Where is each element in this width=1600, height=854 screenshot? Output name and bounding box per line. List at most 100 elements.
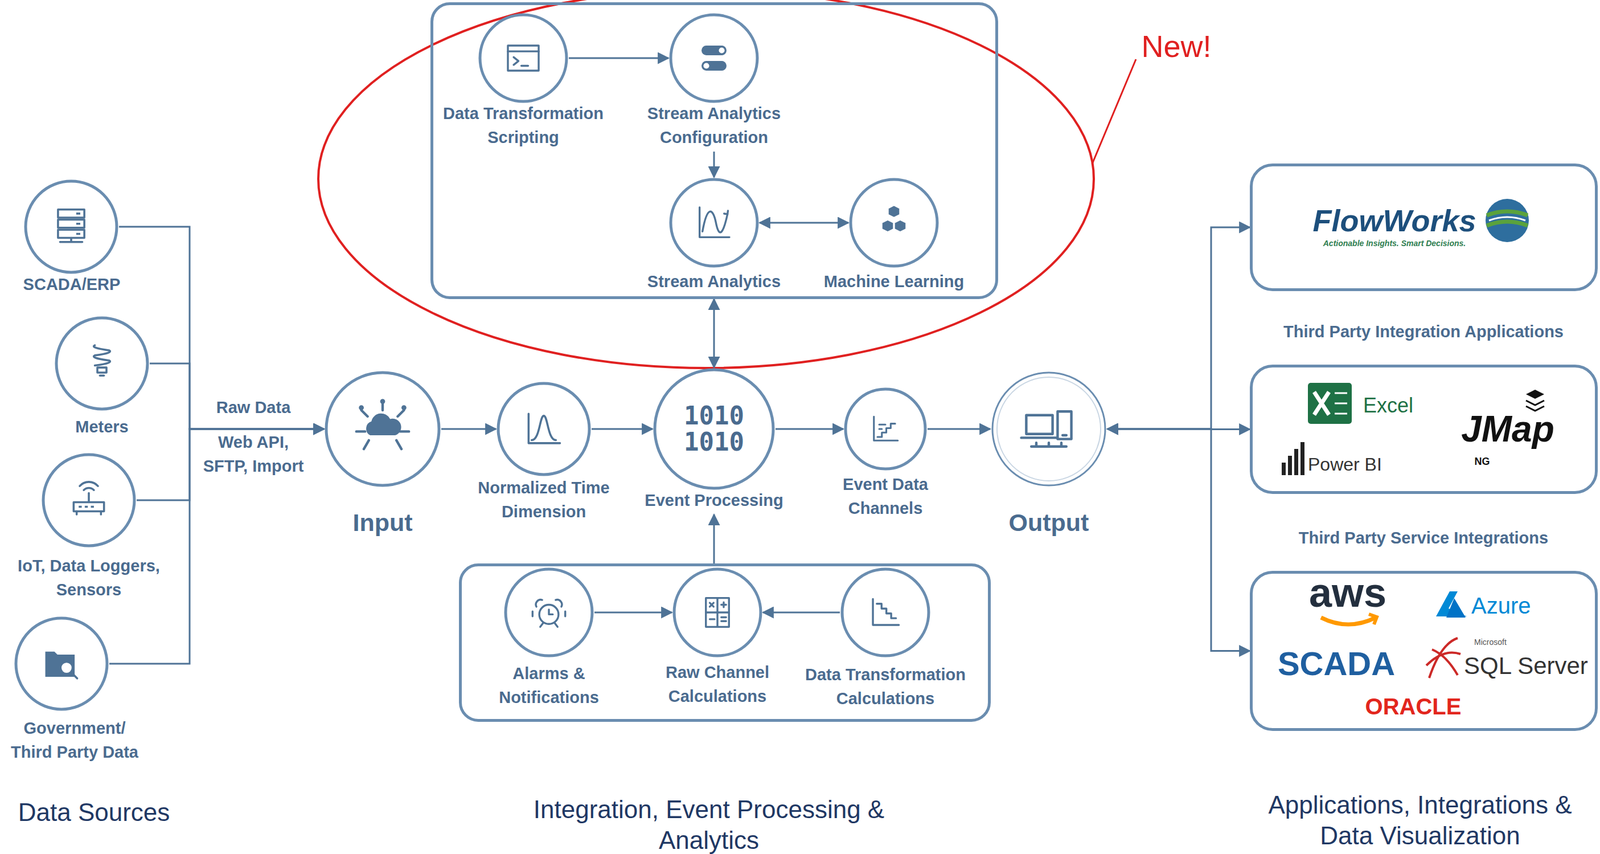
icon-stroke — [532, 610, 565, 616]
node-label: Machine Learning — [808, 269, 980, 294]
circle-outline — [505, 568, 593, 656]
icon-stroke — [87, 493, 90, 503]
connector-arrow — [568, 57, 669, 60]
icon-stroke — [709, 617, 715, 620]
circle-node: Normalized Time Dimension — [466, 380, 621, 524]
icon-stroke — [71, 671, 78, 679]
node-icon — [507, 45, 539, 71]
inner-text-holder: 1010 1010 — [652, 367, 776, 491]
powerbi-bar — [1300, 441, 1305, 475]
icon-stroke — [521, 64, 529, 67]
logo-text: Microsoft — [1474, 637, 1507, 646]
connector-arrow — [1107, 227, 1250, 429]
circle-outline — [850, 179, 938, 266]
jmap-icon — [1525, 400, 1545, 411]
circle-outline — [670, 179, 758, 266]
circle-outline — [480, 14, 567, 102]
circle-outline — [326, 372, 440, 486]
icon-stroke — [535, 599, 543, 607]
circle-shape — [40, 452, 137, 548]
node-label: Raw Channel Calculations — [651, 659, 783, 708]
circle-outline — [992, 372, 1106, 486]
circle-shape — [477, 12, 569, 104]
circle-shape — [668, 177, 760, 269]
node-icon — [528, 413, 560, 443]
connector-arrow — [441, 428, 496, 430]
aws-smile-arrow — [1368, 613, 1377, 625]
circle-shape — [843, 386, 928, 471]
node-label: Input — [320, 507, 446, 538]
excel-icon-lines — [1334, 392, 1348, 414]
group-box: Alarms & NotificationsRaw Channel Calcul… — [458, 563, 991, 722]
icon-stroke — [93, 345, 111, 366]
circle-shape — [671, 566, 763, 658]
node-icon — [872, 598, 900, 625]
node-label: Event Processing — [628, 487, 800, 512]
binary-symbol-text: 1010 1010 — [679, 402, 749, 455]
node-label: Stream Analytics Configuration — [628, 101, 800, 150]
circle-outline — [43, 454, 135, 546]
excel-icon — [1307, 382, 1352, 424]
azure-icon — [1446, 597, 1466, 618]
icon-stroke — [99, 374, 104, 377]
logo-text: Power BI — [1307, 454, 1382, 474]
circle-shape — [503, 566, 595, 658]
icon-stroke — [528, 413, 560, 443]
node-icon — [706, 597, 730, 627]
logo-text: SQL Server — [1463, 653, 1589, 678]
connector-arrow — [713, 298, 716, 368]
node-icon — [58, 209, 85, 242]
circle-node: Event Data Channels — [825, 386, 946, 520]
circle-shape — [54, 315, 150, 412]
node-icon — [45, 651, 78, 679]
circle-node: Alarms & Notifications — [486, 566, 612, 709]
circle-outline — [498, 383, 590, 475]
circle-outline — [25, 181, 117, 273]
icon-stroke — [702, 211, 728, 233]
node-label: IoT, Data Loggers, Sensors — [6, 553, 172, 602]
icon-stroke — [701, 45, 727, 56]
icon-stroke — [76, 511, 102, 515]
logo-text: aws — [1309, 571, 1387, 613]
node-label: Stream Analytics — [628, 269, 800, 294]
icon-stroke — [73, 502, 104, 512]
flowworks-globe-stripe — [1486, 211, 1528, 226]
node-icon — [1021, 411, 1072, 447]
icon-stroke — [721, 616, 726, 621]
icon-stroke — [709, 602, 714, 607]
node-icon — [356, 398, 409, 449]
logo-box: Third Party Service IntegrationsawsAzure… — [1249, 570, 1598, 731]
box-heading: Third Party Service Integrations — [1298, 529, 1549, 547]
circle-shape — [668, 12, 760, 104]
icon-stroke — [97, 367, 107, 373]
circle-node: Input — [320, 370, 446, 538]
free-label: Applications, Integrations & Data Visual… — [1254, 789, 1586, 851]
connector-arrow — [109, 428, 324, 664]
icon-stroke — [706, 597, 730, 627]
jmap-icon — [1525, 389, 1545, 399]
icon-stroke — [703, 62, 709, 69]
node-icon — [701, 45, 727, 71]
node-icon — [874, 416, 898, 441]
circle-node: Stream Analytics Configuration — [628, 12, 800, 150]
logo-text: Excel — [1363, 395, 1414, 416]
icon-stroke — [531, 415, 557, 441]
icon-stroke — [1026, 415, 1053, 434]
logo-box: FlowWorksActionable Insights. Smart Deci… — [1249, 163, 1598, 291]
node-label: Output — [986, 507, 1112, 538]
connector-arrow — [119, 226, 324, 429]
circle-outline — [674, 568, 761, 656]
icon-stroke — [1062, 433, 1067, 437]
icon-stroke — [79, 481, 98, 486]
node-label: SCADA/ERP — [3, 272, 141, 297]
circle-node: Machine Learning — [808, 177, 980, 294]
icon-stroke — [83, 487, 94, 490]
connector-arrow — [149, 363, 324, 429]
icon-stroke — [555, 599, 562, 607]
logo-text: FlowWorks — [1312, 204, 1476, 236]
icon-stroke — [718, 47, 725, 53]
circle-outline — [670, 14, 758, 102]
icon-stroke — [881, 219, 894, 232]
